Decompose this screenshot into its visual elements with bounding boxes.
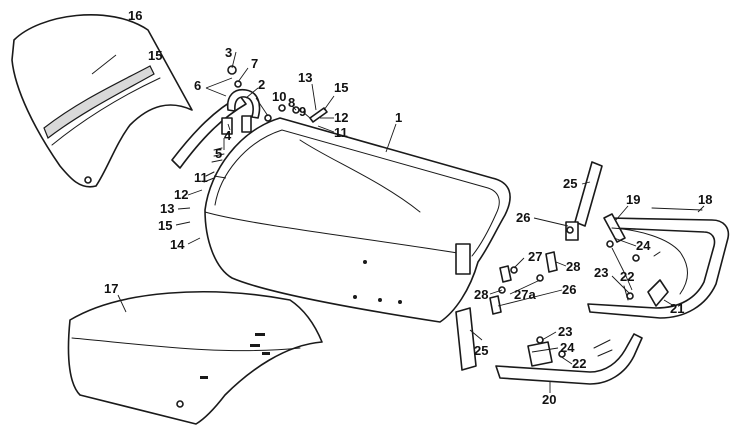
callout-4: 4: [224, 128, 232, 143]
callout-15-left: 15: [158, 218, 172, 233]
callout-13-top: 13: [298, 70, 312, 85]
callout-23-upper: 23: [594, 265, 608, 280]
callout-11-left: 11: [194, 170, 208, 185]
callout-22-lower: 22: [572, 356, 586, 371]
callout-15-top: 15: [334, 80, 348, 95]
windscreen-part-16: [11, 14, 193, 188]
callout-12-left: 12: [174, 187, 188, 202]
callout-24-upper: 24: [636, 238, 651, 253]
rail-and-mount-parts: [455, 161, 603, 371]
callout-24-lower: 24: [560, 340, 575, 355]
callout-5: 5: [215, 146, 222, 161]
callout-12-top: 12: [334, 110, 348, 125]
screen-bracket-parts: [171, 65, 328, 183]
callout-23-lower: 23: [558, 324, 572, 339]
callout-14: 14: [170, 237, 185, 252]
callout-27a: 27a: [514, 287, 536, 302]
callout-9: 9: [299, 104, 306, 119]
callout-11-top: 11: [334, 125, 348, 140]
callout-2: 2: [258, 77, 265, 92]
callout-28-left: 28: [474, 287, 488, 302]
callout-27: 27: [528, 249, 542, 264]
callout-28-right: 28: [566, 259, 580, 274]
leader-lines: [91, 51, 705, 393]
callout-20: 20: [542, 392, 556, 407]
callout-16: 16: [128, 8, 142, 23]
callout-21: 21: [670, 301, 684, 316]
callout-7: 7: [251, 56, 258, 71]
callout-26-upper: 26: [516, 210, 530, 225]
nose-cover-part-17: [67, 291, 323, 425]
callout-13-left: 13: [160, 201, 174, 216]
callout-3: 3: [225, 45, 232, 60]
body-shell-part-1: [204, 117, 511, 323]
callout-22-upper: 22: [620, 269, 634, 284]
callout-26-lower: 26: [562, 282, 576, 297]
callout-8: 8: [288, 95, 295, 110]
callout-18: 18: [698, 192, 712, 207]
callout-19: 19: [626, 192, 640, 207]
rear-frame-parts: [587, 207, 730, 319]
callout-25-lower: 25: [474, 343, 488, 358]
callout-17: 17: [104, 281, 118, 296]
callout-6: 6: [194, 78, 201, 93]
callout-25-upper: 25: [563, 176, 577, 191]
callout-1: 1: [395, 110, 402, 125]
callout-10: 10: [272, 89, 286, 104]
callout-15-windscreen: 15: [148, 48, 162, 63]
trim-strip-part-20: [495, 333, 643, 385]
